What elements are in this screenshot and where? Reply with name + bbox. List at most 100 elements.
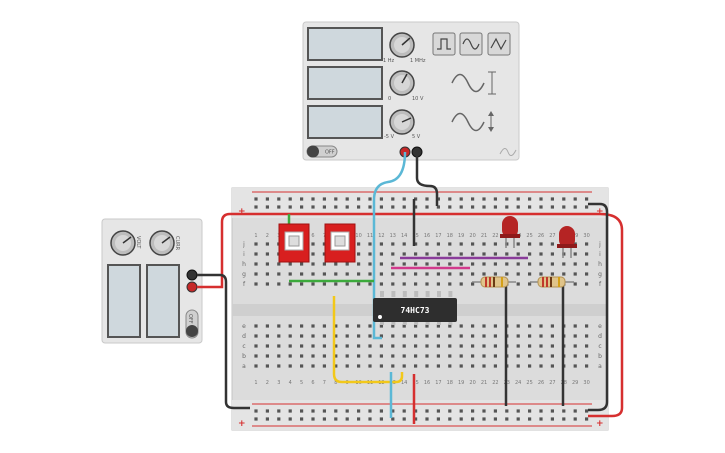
breadboard-hole[interactable] [379, 252, 383, 256]
breadboard-hole[interactable] [471, 409, 475, 413]
breadboard-hole[interactable] [357, 324, 361, 328]
breadboard-hole[interactable] [311, 409, 315, 413]
breadboard-hole[interactable] [539, 354, 543, 358]
breadboard-hole[interactable] [482, 409, 486, 413]
breadboard-hole[interactable] [493, 262, 497, 266]
breadboard-hole[interactable] [265, 205, 269, 209]
breadboard-hole[interactable] [391, 334, 395, 338]
breadboard-hole[interactable] [311, 197, 315, 201]
breadboard-hole[interactable] [311, 364, 315, 368]
breadboard-hole[interactable] [254, 242, 258, 246]
breadboard-hole[interactable] [459, 252, 463, 256]
breadboard-hole[interactable] [311, 252, 315, 256]
breadboard-hole[interactable] [539, 197, 543, 201]
triangle-wave-button[interactable] [487, 32, 511, 56]
breadboard-hole[interactable] [379, 344, 383, 348]
breadboard-hole[interactable] [528, 417, 532, 421]
breadboard-hole[interactable] [265, 272, 269, 276]
breadboard-hole[interactable] [448, 197, 452, 201]
black-wire-ground-loop[interactable] [197, 273, 250, 410]
breadboard-hole[interactable] [471, 324, 475, 328]
breadboard-hole[interactable] [573, 272, 577, 276]
breadboard-hole[interactable] [277, 324, 281, 328]
breadboard-hole[interactable] [516, 252, 520, 256]
breadboard-hole[interactable] [402, 344, 406, 348]
breadboard-hole[interactable] [459, 242, 463, 246]
breadboard-hole[interactable] [277, 417, 281, 421]
breadboard-hole[interactable] [528, 242, 532, 246]
breadboard-hole[interactable] [459, 354, 463, 358]
breadboard-hole[interactable] [300, 282, 304, 286]
breadboard-hole[interactable] [448, 417, 452, 421]
breadboard-hole[interactable] [573, 364, 577, 368]
breadboard-hole[interactable] [539, 252, 543, 256]
breadboard-hole[interactable] [265, 197, 269, 201]
breadboard-hole[interactable] [550, 334, 554, 338]
breadboard-hole[interactable] [391, 272, 395, 276]
breadboard-hole[interactable] [277, 262, 281, 266]
led-2[interactable] [557, 226, 577, 258]
breadboard-hole[interactable] [300, 334, 304, 338]
breadboard-hole[interactable] [459, 272, 463, 276]
breadboard-hole[interactable] [311, 272, 315, 276]
breadboard-hole[interactable] [471, 262, 475, 266]
breadboard-hole[interactable] [414, 197, 418, 201]
breadboard-hole[interactable] [345, 282, 349, 286]
breadboard-hole[interactable] [459, 417, 463, 421]
breadboard-hole[interactable] [516, 282, 520, 286]
breadboard-hole[interactable] [391, 242, 395, 246]
breadboard-hole[interactable] [550, 242, 554, 246]
breadboard-hole[interactable] [482, 197, 486, 201]
breadboard-hole[interactable] [391, 344, 395, 348]
breadboard-hole[interactable] [528, 205, 532, 209]
breadboard-hole[interactable] [528, 364, 532, 368]
breadboard-hole[interactable] [277, 354, 281, 358]
breadboard-hole[interactable] [516, 334, 520, 338]
breadboard-hole[interactable] [482, 344, 486, 348]
breadboard-hole[interactable] [345, 324, 349, 328]
breadboard-hole[interactable] [448, 334, 452, 338]
breadboard-hole[interactable] [493, 197, 497, 201]
breadboard-hole[interactable] [288, 324, 292, 328]
breadboard-hole[interactable] [379, 282, 383, 286]
breadboard-hole[interactable] [448, 272, 452, 276]
breadboard-hole[interactable] [539, 334, 543, 338]
breadboard-hole[interactable] [357, 282, 361, 286]
breadboard-hole[interactable] [254, 252, 258, 256]
breadboard-hole[interactable] [482, 354, 486, 358]
breadboard-hole[interactable] [482, 252, 486, 256]
breadboard-hole[interactable] [471, 354, 475, 358]
breadboard-hole[interactable] [585, 344, 589, 348]
breadboard-hole[interactable] [425, 205, 429, 209]
breadboard-hole[interactable] [300, 417, 304, 421]
breadboard-hole[interactable] [493, 242, 497, 246]
breadboard-hole[interactable] [573, 354, 577, 358]
breadboard-hole[interactable] [505, 252, 509, 256]
power-supply-power-switch[interactable] [185, 309, 199, 339]
breadboard-hole[interactable] [562, 205, 566, 209]
breadboard-hole[interactable] [345, 205, 349, 209]
breadboard-hole[interactable] [277, 205, 281, 209]
breadboard-hole[interactable] [254, 334, 258, 338]
breadboard-hole[interactable] [562, 417, 566, 421]
breadboard-hole[interactable] [311, 354, 315, 358]
breadboard-hole[interactable] [516, 262, 520, 266]
breadboard-hole[interactable] [288, 364, 292, 368]
breadboard-hole[interactable] [368, 252, 372, 256]
breadboard-hole[interactable] [254, 409, 258, 413]
breadboard-hole[interactable] [334, 324, 338, 328]
breadboard-hole[interactable] [277, 409, 281, 413]
breadboard-hole[interactable] [402, 409, 406, 413]
breadboard-hole[interactable] [539, 417, 543, 421]
breadboard-hole[interactable] [368, 272, 372, 276]
breadboard-hole[interactable] [254, 364, 258, 368]
breadboard-hole[interactable] [539, 262, 543, 266]
breadboard-hole[interactable] [265, 354, 269, 358]
breadboard-hole[interactable] [459, 364, 463, 368]
breadboard-hole[interactable] [539, 344, 543, 348]
breadboard-hole[interactable] [550, 417, 554, 421]
breadboard-hole[interactable] [585, 409, 589, 413]
breadboard-hole[interactable] [391, 417, 395, 421]
breadboard-hole[interactable] [448, 344, 452, 348]
breadboard-hole[interactable] [322, 197, 326, 201]
